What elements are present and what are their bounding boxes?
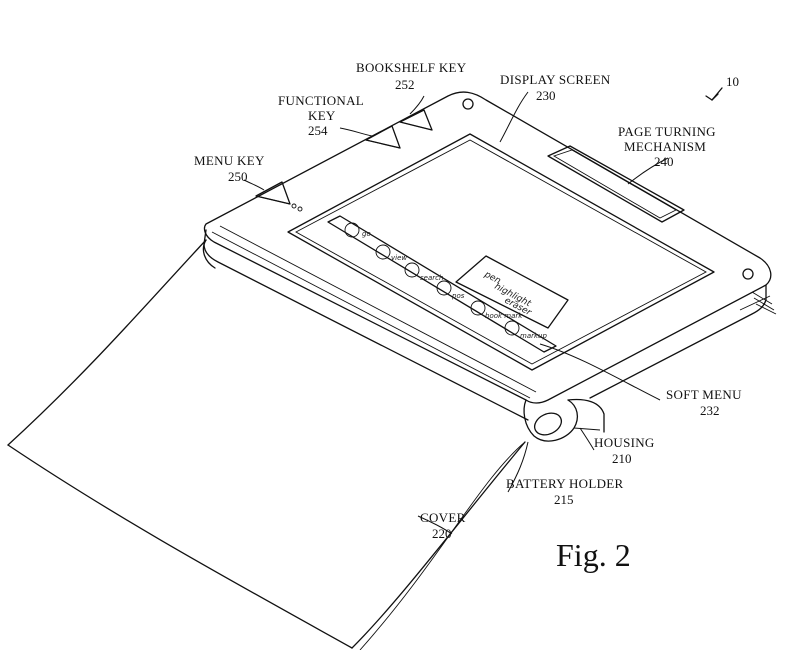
bookshelf-key-number: 252 — [395, 77, 415, 92]
display-screen-label: DISPLAY SCREEN — [500, 72, 611, 87]
page-turning-label-line2: MECHANISM — [624, 139, 706, 154]
battery-holder-number: 215 — [554, 492, 574, 507]
labels: 10 BOOKSHELF KEY 252 FUNCTIONAL KEY 254 … — [194, 60, 742, 573]
svg-text:pos: pos — [451, 292, 465, 300]
housing-number: 210 — [612, 451, 632, 466]
page-turning-label-line1: PAGE TURNING — [618, 124, 716, 139]
svg-text:view: view — [391, 254, 407, 262]
menu-key-label: MENU KEY — [194, 153, 265, 168]
housing — [203, 91, 777, 442]
svg-text:markup: markup — [520, 332, 547, 340]
svg-text:go: go — [362, 230, 371, 238]
functional-key[interactable] — [365, 125, 401, 149]
soft-menu-number: 232 — [700, 403, 720, 418]
figure-ref-number: 10 — [726, 74, 739, 89]
page-turning-number: 240 — [654, 154, 674, 169]
menu-key-number: 250 — [228, 169, 248, 184]
soft-menu-label: SOFT MENU — [666, 387, 742, 402]
display-screen-number: 230 — [536, 88, 556, 103]
leader-lines — [243, 87, 723, 535]
cover — [7, 239, 526, 650]
functional-key-number: 254 — [308, 123, 328, 138]
bookshelf-key[interactable] — [399, 109, 433, 131]
soft-menu-item-go[interactable]: go — [344, 222, 371, 238]
figure-caption: Fig. 2 — [556, 537, 631, 573]
soft-menu-item-view[interactable]: view — [375, 244, 407, 262]
soft-menu[interactable]: go view search pos book mark markup — [327, 215, 557, 353]
battery-holder-label: BATTERY HOLDER — [506, 476, 623, 491]
bookshelf-key-label: BOOKSHELF KEY — [356, 60, 467, 75]
functional-key-label-line1: FUNCTIONAL — [278, 93, 364, 108]
soft-menu-item-search[interactable]: search — [404, 262, 443, 282]
soft-menu-item-bookmark[interactable]: book mark — [470, 300, 523, 320]
svg-text:search: search — [420, 274, 443, 282]
cover-label: COVER — [420, 510, 466, 525]
soft-menu-item-markup[interactable]: markup — [504, 320, 547, 340]
functional-key-label-line2: KEY — [308, 108, 336, 123]
cover-number: 220 — [432, 526, 452, 541]
menu-key[interactable] — [255, 181, 291, 205]
soft-menu-item-pos[interactable]: pos — [436, 280, 465, 300]
svg-text:book mark: book mark — [485, 312, 523, 320]
page-turning-mechanism[interactable] — [547, 145, 685, 223]
housing-label: HOUSING — [594, 435, 655, 450]
display-screen — [287, 133, 715, 371]
